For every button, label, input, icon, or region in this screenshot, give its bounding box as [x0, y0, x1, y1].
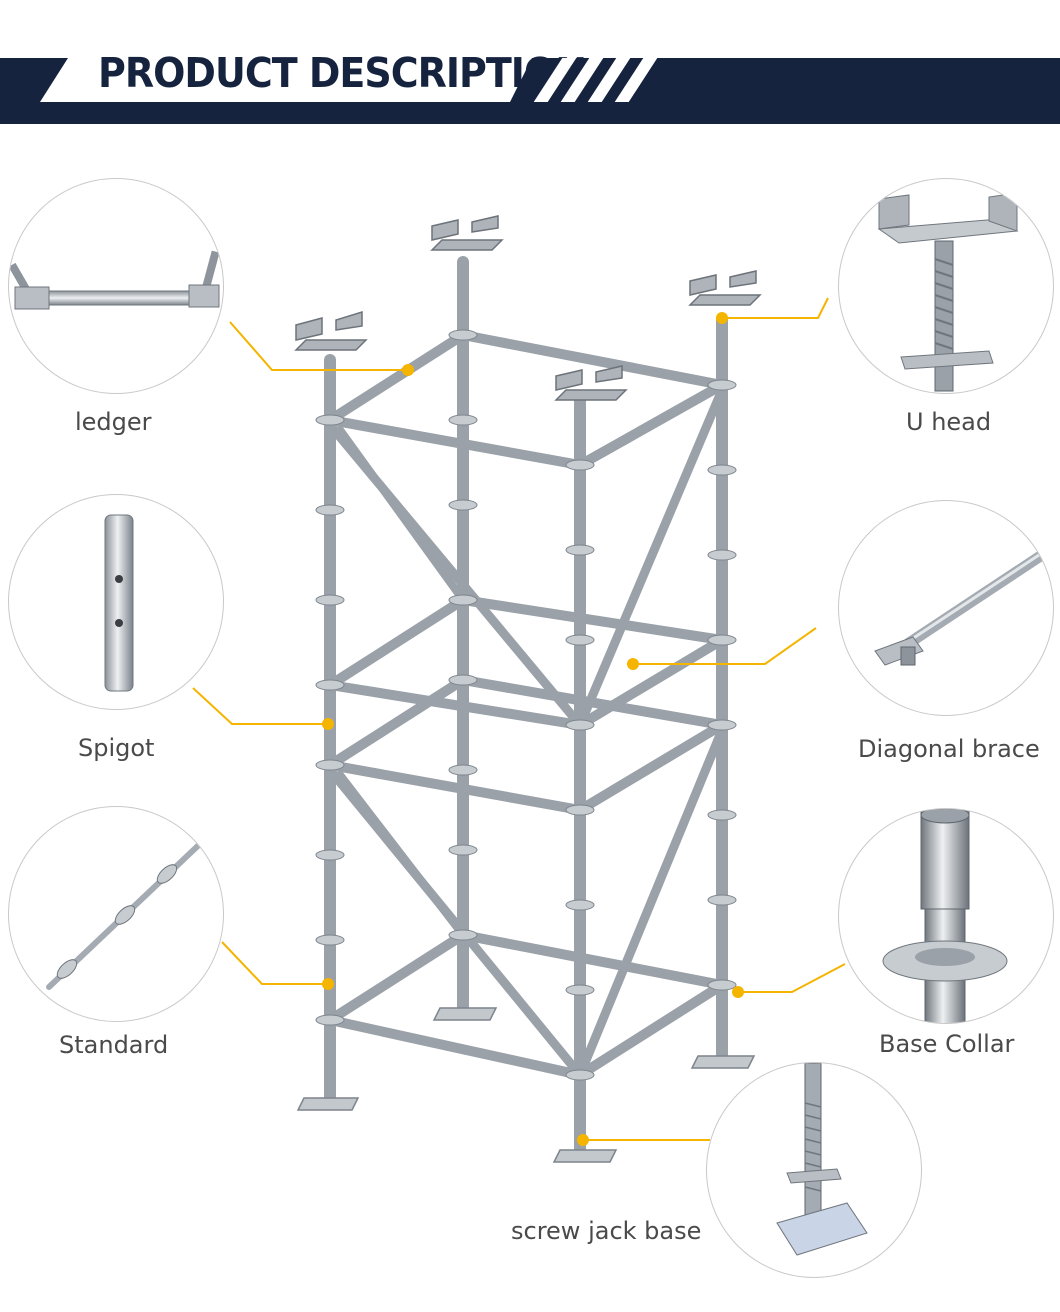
diagonal-brace-detail-circle [838, 500, 1054, 716]
spigot-label: Spigot [78, 734, 155, 762]
u-head-detail-circle [838, 178, 1054, 394]
standard-label: Standard [59, 1031, 169, 1059]
u-head-label: U head [906, 408, 992, 436]
header-title-plate [40, 58, 532, 102]
base-collar-icon [882, 809, 1008, 1023]
ledger-detail-circle [8, 178, 224, 394]
spigot-icon [104, 514, 134, 692]
screw-jack-base-label: screw jack base [511, 1217, 702, 1245]
diagonal-brace-icon [874, 547, 1051, 666]
base-collar-detail-circle [838, 808, 1054, 1024]
ledger-label: ledger [75, 408, 152, 436]
screw-jack-base-icon [776, 1063, 868, 1256]
base-collar-label: Base Collar [879, 1030, 1015, 1058]
u-head-icon [877, 192, 1019, 392]
page-title: PRODUCT DESCRIPTION [98, 49, 587, 97]
spigot-detail-circle [8, 494, 224, 710]
standard-detail-circle [8, 806, 224, 1022]
screw-jack-base-detail-circle [706, 1062, 922, 1278]
diagonal-brace-label: Diagonal brace [858, 735, 1040, 763]
standard-icon [46, 838, 206, 990]
ledger-icon [9, 250, 220, 310]
